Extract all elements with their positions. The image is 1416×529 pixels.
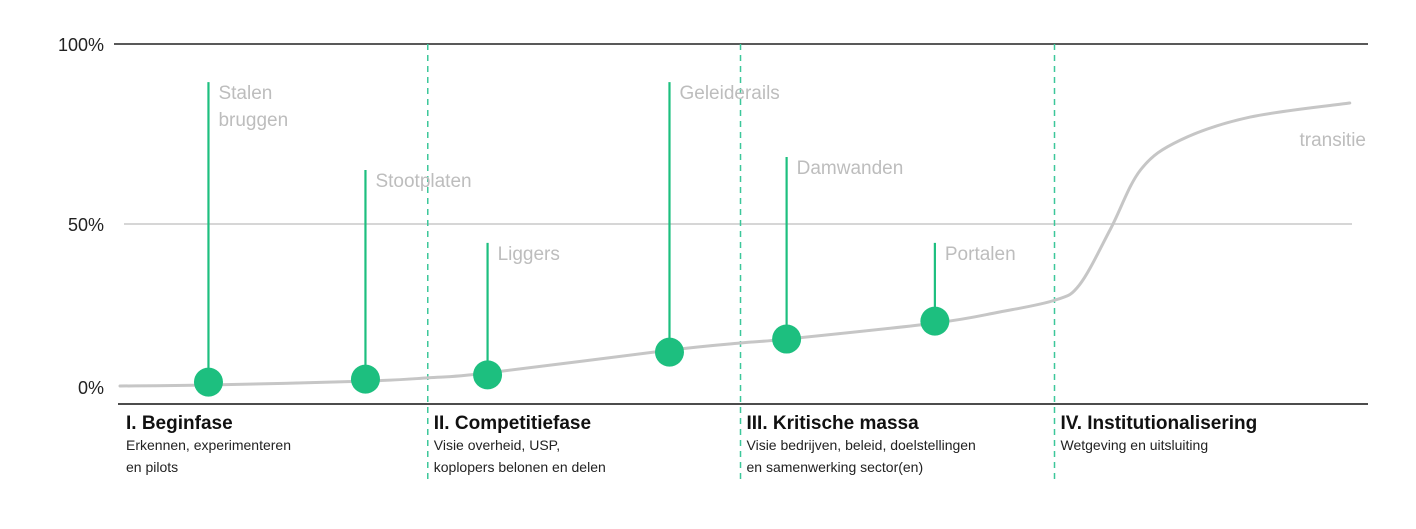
y-tick-100: 100% — [58, 35, 104, 55]
marker-damwanden: Damwanden — [772, 157, 903, 354]
phase-description: en pilots — [126, 459, 178, 475]
phase-title: I. Beginfase — [126, 413, 233, 434]
marker-label: Portalen — [945, 244, 1016, 265]
phase-description: Visie bedrijven, beleid, doelstellingen — [747, 437, 976, 453]
marker-portalen: Portalen — [920, 242, 1016, 336]
marker-label: Damwanden — [797, 158, 904, 179]
transition-curve — [118, 101, 1352, 388]
marker-stootplaten: Stootplaten — [350, 170, 472, 394]
marker-label: Liggers — [498, 244, 560, 265]
phase-title: II. Competitiefase — [434, 413, 591, 434]
phase-boundaries — [427, 44, 1056, 480]
marker-dot — [772, 324, 802, 354]
marker-label: bruggen — [218, 110, 288, 131]
phase-description: koplopers belonen en delen — [434, 459, 606, 475]
phase-description: Erkennen, experimenteren — [126, 437, 291, 453]
marker-label: Geleiderails — [679, 83, 779, 104]
phase-title: IV. Institutionalisering — [1061, 413, 1258, 434]
marker-dot — [193, 367, 223, 397]
curve-label-transitie: transitie — [1299, 130, 1366, 151]
y-tick-0: 0% — [78, 378, 104, 398]
marker-geleiderails: Geleiderails — [654, 82, 780, 367]
marker-liggers: Liggers — [473, 242, 560, 390]
marker-stalen-bruggen: Stalen bruggen — [193, 82, 288, 397]
marker-dot — [920, 306, 950, 336]
phase-description: Wetgeving en uitsluiting — [1061, 437, 1209, 453]
marker-label: Stalen — [218, 83, 272, 104]
phase-title: III. Kritische massa — [747, 413, 920, 434]
marker-dot — [350, 364, 380, 394]
phase-description: Visie overheid, USP, — [434, 437, 560, 453]
y-tick-50: 50% — [68, 215, 104, 235]
marker-dot — [654, 337, 684, 367]
marker-dot — [473, 360, 503, 390]
phase-description: en samenwerking sector(en) — [747, 459, 924, 475]
marker-label: Stootplaten — [375, 171, 471, 192]
